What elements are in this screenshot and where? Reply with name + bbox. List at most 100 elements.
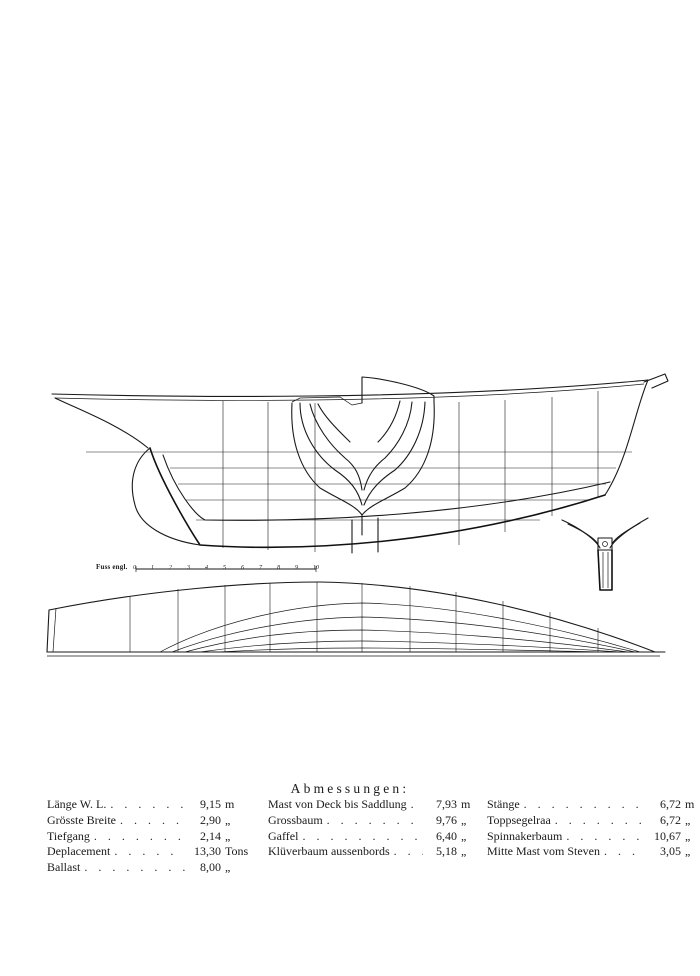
dimensions-column-1: Länge W. L.. . . . . . . . . . . . . . .…: [47, 797, 257, 876]
dimension-label-cell: Spinnakerbaum. . . . . . . . . . . . . .…: [487, 829, 646, 845]
ballast-keel: [351, 517, 379, 554]
counter-stern: [54, 397, 149, 449]
leader-dots: . . . . . . . . . . . . . . . . . . . . …: [393, 844, 423, 859]
dimension-value: 3,05: [660, 844, 681, 859]
body-plan-sections: [291, 400, 435, 536]
midship-section: [561, 517, 649, 591]
leader-dots: . . . . . . . . . . . . . . . . . . . . …: [84, 860, 185, 875]
dimension-row: Grösste Breite. . . . . . . . . . . . . …: [47, 813, 257, 829]
dimensions-column-3: Stänge. . . . . . . . . . . . . . . . . …: [487, 797, 697, 860]
leader-dots: . . . . . . . . . . . . . . . . . . . . …: [410, 797, 423, 811]
keel-rabbet: [162, 454, 611, 521]
leader-dots: . . . . . . . . . . . . . . . . . . . . …: [604, 844, 646, 859]
dimension-row: Klüverbaum aussenbords. . . . . . . . . …: [268, 844, 473, 860]
dimension-value: 2,90: [200, 812, 221, 827]
dimension-value: 9,15: [200, 797, 221, 811]
dimension-label: Grösste Breite: [47, 812, 116, 827]
scale-tick-label: 3: [187, 565, 190, 571]
plan-view: [46, 581, 666, 657]
scale-tick-label: 8: [277, 565, 280, 571]
stem: [604, 379, 649, 496]
sheer-line: [51, 379, 649, 397]
dimensions-column-2: Mast von Deck bis Saddlung. . . . . . . …: [268, 797, 473, 860]
dimension-row: Grossbaum. . . . . . . . . . . . . . . .…: [268, 813, 473, 829]
cockpit: [291, 396, 363, 406]
dimension-label: Stänge: [487, 797, 520, 811]
dimension-label: Spinnakerbaum: [487, 828, 563, 843]
scale-tick-label: 10: [313, 565, 319, 571]
dimension-label-cell: Tiefgang. . . . . . . . . . . . . . . . …: [47, 829, 185, 845]
dimension-unit: m: [225, 797, 235, 811]
dimension-label-cell: Ballast. . . . . . . . . . . . . . . . .…: [47, 860, 185, 876]
dimension-row: Mast von Deck bis Saddlung. . . . . . . …: [268, 797, 473, 813]
dimension-row: Gaffel. . . . . . . . . . . . . . . . . …: [268, 829, 473, 845]
dimension-label: Toppsegelraa: [487, 812, 551, 827]
dimension-label: Grossbaum: [268, 812, 323, 827]
scale-tick-label: 4: [205, 565, 208, 571]
scale-tick-label: 0: [133, 565, 136, 571]
sheer-line-inner: [54, 383, 645, 401]
dimension-value: 10,67: [654, 828, 681, 843]
dimension-label: Mitte Mast vom Steven: [487, 844, 600, 859]
dimension-unit: „: [225, 828, 231, 843]
waterline-curves: [159, 602, 641, 653]
dimension-row: Deplacement. . . . . . . . . . . . . . .…: [47, 844, 257, 860]
profile-view: [51, 373, 669, 554]
scale-bar: [135, 566, 317, 572]
dimension-label: Deplacement: [47, 844, 111, 859]
dimension-label: Mast von Deck bis Saddlung: [268, 797, 407, 811]
scale-tick-label: 6: [241, 565, 244, 571]
dimensions-title: Abmessungen:: [290, 781, 410, 796]
leader-dots: . . . . . . . . . . . . . . . . . . . . …: [119, 812, 185, 827]
dimension-label: Klüverbaum aussenbords: [268, 844, 390, 859]
dimension-label: Tiefgang: [47, 828, 90, 843]
dimension-row: Mitte Mast vom Steven . . . . . . . . . .…: [487, 844, 697, 860]
deck-outline: [48, 581, 656, 653]
dimension-unit: „: [225, 812, 231, 827]
bowsprit-end: [643, 373, 669, 389]
dimension-row: Toppsegelraa. . . . . . . . . . . . . . …: [487, 813, 697, 829]
dimension-value: 7,93: [436, 797, 457, 811]
dimension-label: Länge W. L.: [47, 797, 107, 811]
station-lines: [222, 391, 599, 552]
dimension-row: Tiefgang. . . . . . . . . . . . . . . . …: [47, 829, 257, 845]
leader-dots: . . . . . . . . . . . . . . . . . . . . …: [554, 812, 646, 827]
dimension-label: Ballast: [47, 860, 81, 875]
dimension-value: 8,00: [200, 860, 221, 875]
scale-tick-label: 1: [151, 565, 154, 571]
scale-tick-label: 5: [223, 565, 226, 571]
dimension-value: 2,14: [200, 828, 221, 843]
dimension-unit: „: [461, 828, 467, 843]
leader-dots: . . . . . . . . . . . . . . . . . . . . …: [302, 828, 423, 843]
dimension-label-cell: Stänge. . . . . . . . . . . . . . . . . …: [487, 797, 646, 813]
leader-dots: . . . . . . . . . . . . . . . . . . . . …: [523, 797, 646, 811]
dimension-unit: m: [461, 797, 471, 811]
dimension-unit: Tons: [225, 844, 249, 859]
dimension-row: Stänge. . . . . . . . . . . . . . . . . …: [487, 797, 697, 813]
scale-tick-label: 2: [169, 565, 172, 571]
dimension-unit: „: [461, 844, 467, 859]
dimension-unit: „: [225, 860, 231, 875]
deck-house: [361, 376, 435, 404]
dimension-unit: „: [685, 844, 691, 859]
dimension-value: 6,72: [660, 797, 681, 811]
dimension-unit: „: [685, 828, 691, 843]
dimension-row: Länge W. L.. . . . . . . . . . . . . . .…: [47, 797, 257, 813]
dimension-label-cell: Länge W. L.. . . . . . . . . . . . . . .…: [47, 797, 185, 813]
leader-dots: . . . . . . . . . . . . . . . . . . . . …: [110, 797, 185, 811]
dimension-unit: „: [685, 812, 691, 827]
leader-dots: . . . . . . . . . . . . . . . . . . . . …: [326, 812, 423, 827]
dimension-label-cell: Mast von Deck bis Saddlung. . . . . . . …: [268, 797, 423, 813]
dimension-label-cell: Toppsegelraa. . . . . . . . . . . . . . …: [487, 813, 646, 829]
dimension-label-cell: Gaffel. . . . . . . . . . . . . . . . . …: [268, 829, 423, 845]
dimension-label-cell: Grösste Breite. . . . . . . . . . . . . …: [47, 813, 185, 829]
scale-tick-label: 7: [259, 565, 262, 571]
leader-dots: . . . . . . . . . . . . . . . . . . . . …: [114, 844, 185, 859]
scale-tick-label: 9: [295, 565, 298, 571]
dimension-value: 6,40: [436, 828, 457, 843]
leader-dots: . . . . . . . . . . . . . . . . . . . . …: [93, 828, 185, 843]
dimension-value: 13,30: [194, 844, 221, 859]
dimension-unit: „: [461, 812, 467, 827]
dimension-row: Spinnakerbaum. . . . . . . . . . . . . .…: [487, 829, 697, 845]
